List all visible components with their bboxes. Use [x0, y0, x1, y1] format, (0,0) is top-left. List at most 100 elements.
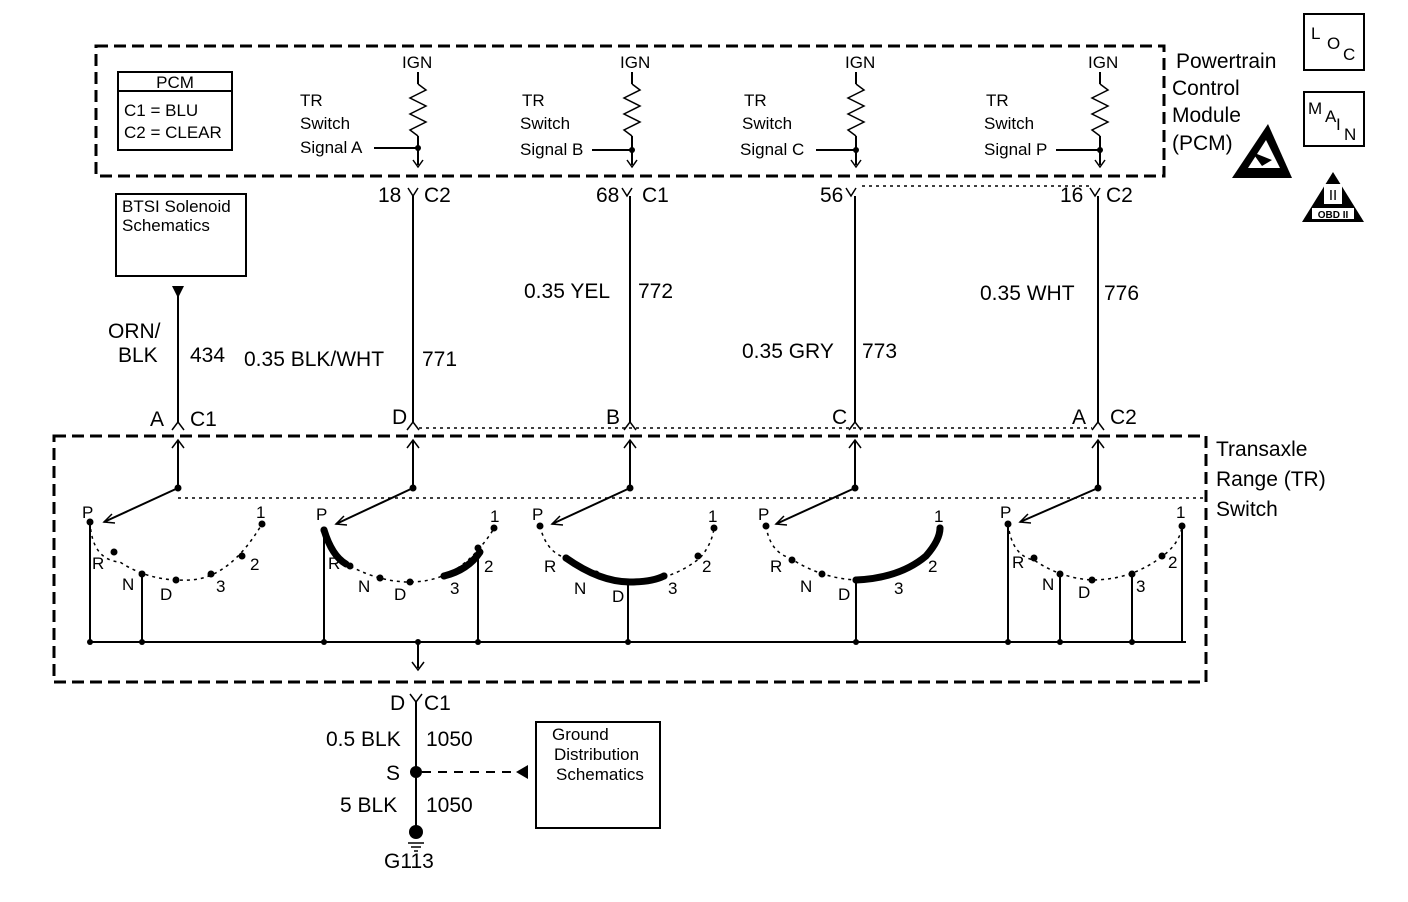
svg-text:1: 1: [934, 507, 943, 526]
ground-eyelet: [409, 825, 423, 839]
svg-text:C: C: [832, 406, 847, 429]
pcm-pullup-p: IGN TR Switch Signal P: [984, 53, 1118, 169]
svg-text:R: R: [328, 554, 340, 573]
ground-connector-d-c1: D C1: [390, 692, 451, 715]
svg-text:TR: TR: [522, 91, 545, 110]
wire-434-color-1: ORN/: [108, 320, 161, 343]
svg-text:1: 1: [490, 507, 499, 526]
svg-text:3: 3: [894, 579, 903, 598]
svg-text:TR: TR: [744, 91, 767, 110]
svg-text:R: R: [770, 557, 782, 576]
svg-text:56: 56: [820, 184, 843, 207]
tr-switch-title-3: Switch: [1216, 498, 1278, 521]
svg-text:TR: TR: [300, 91, 323, 110]
pcm-legend-c1: C1 = BLU: [124, 101, 198, 120]
svg-text:C1: C1: [424, 692, 451, 715]
svg-text:IGN: IGN: [1088, 53, 1118, 72]
svg-text:C2: C2: [424, 184, 451, 207]
wire-434-circuit: 434: [190, 344, 225, 367]
svg-text:16: 16: [1060, 184, 1083, 207]
ign-label: IGN: [402, 53, 432, 72]
svg-text:I: I: [1336, 115, 1341, 134]
splice-label: S: [386, 762, 400, 785]
svg-text:Signal P: Signal P: [984, 140, 1047, 159]
btsi-arrow-icon: [172, 286, 184, 298]
pcm-title-line-1: Powertrain: [1176, 50, 1276, 73]
svg-text:1: 1: [1176, 503, 1185, 522]
tr-pin-d: D: [392, 406, 420, 431]
svg-text:D: D: [390, 692, 405, 715]
svg-text:A: A: [1072, 406, 1086, 429]
ground-wire2-gauge: 5 BLK: [340, 794, 397, 817]
pcm-pullup-b: IGN TR Switch Signal B: [520, 53, 650, 169]
svg-text:R: R: [92, 554, 104, 573]
pcm-pullup-a: IGN TR Switch Signal A: [300, 53, 432, 169]
svg-text:Switch: Switch: [984, 114, 1034, 133]
svg-text:Switch: Switch: [742, 114, 792, 133]
tr-switch-b: P R N D 3 2 1: [532, 438, 718, 642]
svg-text:R: R: [544, 557, 556, 576]
ground-id: G113: [384, 850, 434, 873]
wire-772-circuit: 772: [638, 280, 673, 303]
svg-text:P: P: [82, 503, 93, 522]
ground-wire1-gauge: 0.5 BLK: [326, 728, 401, 751]
wire-772-gauge: 0.35 YEL: [524, 280, 610, 303]
svg-text:N: N: [800, 577, 812, 596]
ground-dist-arrow-icon: [516, 765, 528, 779]
tr-switch-d: P R N D 3 2 1: [316, 438, 499, 642]
pcm-title-line-4: (PCM): [1172, 132, 1233, 155]
svg-text:B: B: [606, 406, 620, 429]
tr-pin-b: B: [606, 406, 637, 431]
svg-text:N: N: [122, 575, 134, 594]
svg-text:3: 3: [1136, 577, 1145, 596]
ground-wire1-circuit: 1050: [426, 728, 473, 751]
tr-pin-a-c1: A C1: [150, 408, 217, 431]
svg-text:D: D: [394, 585, 406, 604]
svg-text:C1: C1: [642, 184, 669, 207]
main-icon: M A I N: [1303, 91, 1365, 147]
svg-text:L: L: [1311, 24, 1320, 43]
pcm-pin-16: 16 C2: [1060, 184, 1133, 207]
wire-773-circuit: 773: [862, 340, 897, 363]
pcm-title-line-3: Module: [1172, 104, 1241, 127]
svg-text:P: P: [532, 505, 543, 524]
svg-text:IGN: IGN: [845, 53, 875, 72]
wire-771-gauge: 0.35 BLK/WHT: [244, 348, 384, 371]
svg-text:18: 18: [378, 184, 401, 207]
ground-symbol-icon: [408, 842, 424, 852]
svg-text:Signal C: Signal C: [740, 140, 804, 159]
svg-text:2: 2: [1168, 553, 1177, 572]
pcm-legend-c2: C2 = CLEAR: [124, 123, 222, 142]
tr-switch-p: P R N D 3 2 1: [1000, 438, 1186, 642]
svg-text:1: 1: [708, 507, 717, 526]
tr-pin-a-c2: A C2: [1072, 406, 1137, 431]
svg-text:R: R: [1012, 553, 1024, 572]
btsi-schematics-ref: BTSI Solenoid Schematics: [115, 193, 247, 298]
pcm-connector-legend: PCM C1 = BLU C2 = CLEAR: [117, 71, 233, 151]
tr-switch-title-1: Transaxle: [1216, 438, 1307, 461]
svg-text:Signal A: Signal A: [300, 138, 363, 157]
wire-771-circuit: 771: [422, 348, 457, 371]
svg-text:D: D: [160, 585, 172, 604]
pcm-title-line-2: Control: [1172, 77, 1240, 100]
wire-434-color-2: BLK: [118, 344, 158, 367]
obd-ii-icon: II OBD II: [1302, 172, 1364, 222]
svg-text:M: M: [1308, 99, 1322, 118]
splice-dot: [410, 766, 422, 778]
svg-text:3: 3: [668, 579, 677, 598]
svg-text:2: 2: [484, 557, 493, 576]
svg-text:Schematics: Schematics: [556, 765, 644, 784]
pcm-legend-header: PCM: [156, 73, 194, 92]
esd-warning-icon: [1232, 124, 1292, 178]
svg-text:N: N: [574, 579, 586, 598]
svg-text:TR: TR: [986, 91, 1009, 110]
wire-773-gauge: 0.35 GRY: [742, 340, 834, 363]
svg-text:3: 3: [216, 577, 225, 596]
pcm-pin-56: 56: [820, 184, 1090, 207]
tr-switch-c: P R N D 3 2 1: [758, 438, 944, 642]
svg-text:IGN: IGN: [620, 53, 650, 72]
svg-text:C1: C1: [190, 408, 217, 431]
svg-text:N: N: [1344, 125, 1356, 144]
svg-text:2: 2: [702, 557, 711, 576]
